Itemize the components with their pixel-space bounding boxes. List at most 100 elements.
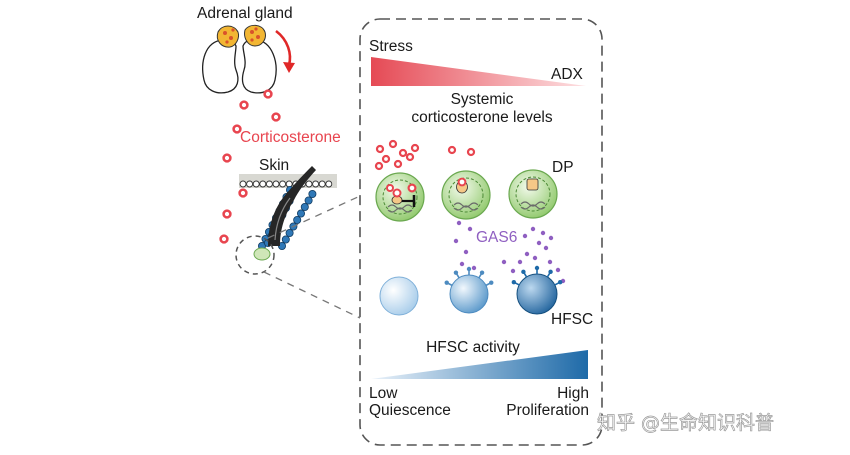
corticosterone-molecule [405,152,415,162]
watermark-text: 知乎 @生命知识科普 [597,412,774,434]
receptor-head [534,265,540,271]
skin-cell [272,180,280,188]
corticosterone-molecule [238,188,248,198]
corticosterone-molecule [263,89,273,99]
gas6-molecules [453,220,566,284]
zoom-line-bottom [263,271,361,319]
dp-cell-adx [508,169,558,219]
corticosterone-molecule [410,143,420,153]
gas6-dot [517,259,523,265]
hfsc-activity-label: HFSC activity [426,339,520,356]
receptor-head [453,270,459,275]
corticosterone-molecule [232,124,242,134]
hfsc-cell-active [511,265,563,315]
stress-gradient-wedge [371,57,586,86]
quiescence-label: Quiescence [369,402,451,419]
corticosterone-molecule [374,161,384,171]
corticosterone-molecule [222,153,232,163]
corticosterone-molecule [222,209,232,219]
gas6-dot [456,220,462,226]
receptor-head [511,279,517,285]
receptor-head [489,280,494,285]
skin-cell [305,180,313,188]
gas6-dot [543,245,549,251]
gas6-dot [510,268,516,274]
gas6-dot [536,240,542,246]
skin-cell [279,180,287,188]
receptor-head [548,269,553,275]
receptor-head [444,280,449,285]
receptor-head [521,269,526,275]
skin-cell [252,180,260,188]
gas6-dot [471,265,477,271]
follicle-cell [293,215,302,224]
gas6-dot [547,259,553,265]
hfsc-cell-quiescent [379,276,419,316]
adrenal-glands [216,24,266,48]
corticosterone-molecule [239,100,249,110]
skin-epidermis [239,174,337,188]
adrenal-gland-label: Adrenal gland [197,5,293,22]
systemic-label-line1: Systemic [451,91,514,108]
gas6-dot [463,249,469,255]
skin-cell [259,180,267,188]
skin-cell [239,180,247,188]
follicle-cell [296,209,305,218]
hfsc-label: HFSC [551,311,593,328]
follicle-cell [304,196,313,205]
corticosterone-molecule [219,234,229,244]
gas6-dot [532,255,538,261]
corticosterone-molecule [388,139,398,149]
high-label: High [557,385,589,402]
detail-panel-border [359,18,603,446]
corticosterone-molecule [447,145,457,155]
skin-cell [325,180,333,188]
gas6-dot [548,235,554,241]
gas6-dot [459,261,465,267]
gas6-dot [524,251,530,257]
gas6-dot [467,226,473,232]
receptor-head [466,266,472,272]
dp-label: DP [552,159,574,176]
release-arrow [275,29,295,73]
corticosterone-molecule [271,112,281,122]
follicle-cell [285,228,294,237]
follicle-cell [281,235,290,244]
gas6-dot [530,226,536,232]
gas6-dot [453,238,459,244]
activity-gradient-wedge [371,350,588,379]
systemic-label-line2: corticosterone levels [411,109,553,126]
low-label: Low [369,385,398,402]
skin-label: Skin [259,157,289,174]
niche-highlight-circle [235,235,275,275]
dp-cell-high-cort [375,172,425,222]
corticosterone-molecule [375,144,385,154]
skin-cell [265,180,273,188]
gas6-dot [522,233,528,239]
adx-label: ADX [551,66,584,83]
skin-cell [312,180,320,188]
stress-label: Stress [369,38,413,55]
follicle-cell [300,202,309,211]
panel-corticosterone-molecules [374,139,476,171]
gas6-dot [555,267,561,273]
corticosterone-molecules [219,89,281,244]
dp-cell-mid-cort [441,170,491,220]
skin-cell [318,180,326,188]
corticosterone-molecule [466,147,476,157]
skin-cell [246,180,254,188]
zoom-line-top [267,195,361,239]
hair-follicle [253,166,317,261]
follicle-cell [308,189,317,198]
gas6-dot [501,259,507,265]
corticosterone-molecule [381,154,391,164]
gas6-dot [540,230,546,236]
kidney-illustration [202,39,277,94]
corticosterone-molecule [398,148,408,158]
gas6-label: GAS6 [476,229,517,246]
hfsc-cell-primed [444,266,494,314]
proliferation-label: Proliferation [506,402,589,419]
corticosterone-molecule [393,159,403,169]
corticosterone-label: Corticosterone [240,129,341,146]
